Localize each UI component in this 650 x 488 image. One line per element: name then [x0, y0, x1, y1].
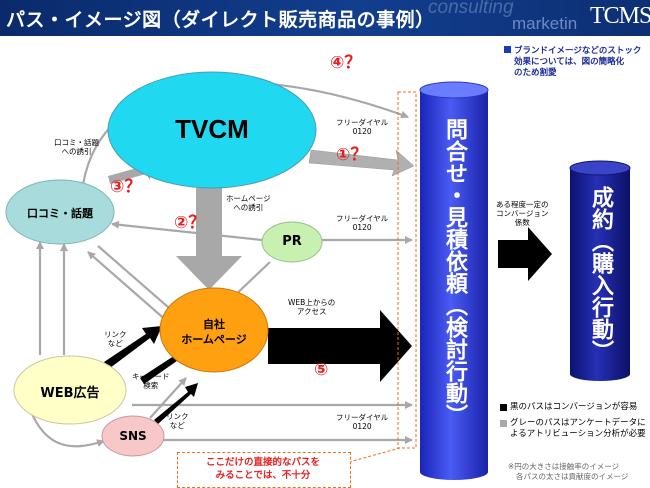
callout-text: ここだけの直接的なパスをみることでは、不十分: [205, 457, 320, 481]
tvcm-circle: [107, 71, 317, 189]
header-bar: consulting marketin パス・イメージ図（ダイレクト販売商品の事…: [0, 0, 650, 36]
path-homepage-to-kuchikomi: [87, 251, 169, 323]
path-kuchikomi-to-homepage: [97, 245, 177, 315]
legend-black: 黒のパスはコンバージョンが容易: [510, 402, 638, 412]
homepage-label-1: 自社: [203, 318, 225, 331]
note-line-1: ブランドイメージなどのストック: [514, 46, 642, 56]
marker-4: ④？: [330, 53, 362, 73]
web-access-label: WEB上からのアクセス: [288, 298, 336, 316]
contract-label: 成約（購入行動）: [588, 186, 613, 362]
link-label-webad: リンクなど: [104, 330, 127, 348]
note-line-2: 効果については、図の簡略化: [514, 57, 625, 67]
callout-connector: [348, 447, 401, 463]
conversion-label: ある程度一定のコンバージョン係数: [496, 200, 549, 227]
watermark-consulting: consulting: [428, 0, 514, 18]
legend-gray: グレーのパスはアンケートデータによるアトリビューション分析が必要: [510, 418, 646, 439]
web-ad-circle: [13, 355, 127, 425]
pr-circle: [261, 221, 323, 263]
footnote: ※円の大きさは接触率のイメージ各パスの太さは貢献度のイメージ: [508, 462, 629, 481]
marker-3: ③？: [110, 177, 142, 197]
homepage-circle: [159, 287, 269, 373]
callout-box: [177, 452, 351, 488]
watermark-marketing: marketin: [512, 14, 578, 33]
marker-2: ②？: [174, 213, 206, 233]
sns-label: SNS: [119, 429, 147, 443]
web-ad-label: WEB広告: [40, 386, 100, 401]
sns-circle: [101, 415, 165, 457]
arrow-link-sns: [154, 383, 198, 424]
hp-induce-label: ホームページへの誘引: [226, 194, 271, 212]
arrow-conversion: [498, 227, 552, 281]
legend-black-swatch: [500, 404, 507, 411]
kuchikomi-label: 口コミ・話題: [27, 207, 93, 220]
arrow-tvcm-to-homepage: [176, 188, 242, 290]
link-label-sns: リンクなど: [166, 412, 189, 430]
page-title: パス・イメージ図（ダイレクト販売商品の事例）: [6, 9, 435, 31]
note-line-3: のため割愛: [514, 68, 557, 78]
arrow-web-access: [268, 310, 412, 382]
path-sns-to-homepage: [149, 377, 187, 419]
arrow-link-webad: [104, 326, 162, 368]
marker-5: ⑤: [314, 360, 329, 380]
kuchikomi-circle: [5, 179, 115, 245]
tvcm-label: TVCM: [175, 114, 249, 144]
kuchikomi-induce-label: 口コミ・話題への誘引: [54, 138, 99, 156]
inquiry-cylinder: [419, 81, 489, 480]
gray-thin-paths: [22, 81, 413, 448]
tcms-logo: TCMS: [590, 3, 650, 29]
keyword-search-label: キーワード検索: [132, 372, 170, 390]
path-pr-to-kuchikomi: [111, 220, 263, 242]
inquiry-label: 問合せ・見積依頼（検討行動）: [442, 118, 467, 426]
note-bullet-icon: [504, 46, 511, 53]
homepage-label-2: ホームページ: [181, 333, 247, 346]
top-note: ブランドイメージなどのストック 効果については、図の簡略化 のため割愛: [504, 46, 641, 79]
pr-label: PR: [282, 234, 302, 249]
contract-cylinder: [569, 160, 631, 381]
legend-gray-swatch: [500, 420, 507, 427]
dashed-measurement-area: [397, 91, 417, 449]
marker-1: ①？: [336, 145, 368, 165]
